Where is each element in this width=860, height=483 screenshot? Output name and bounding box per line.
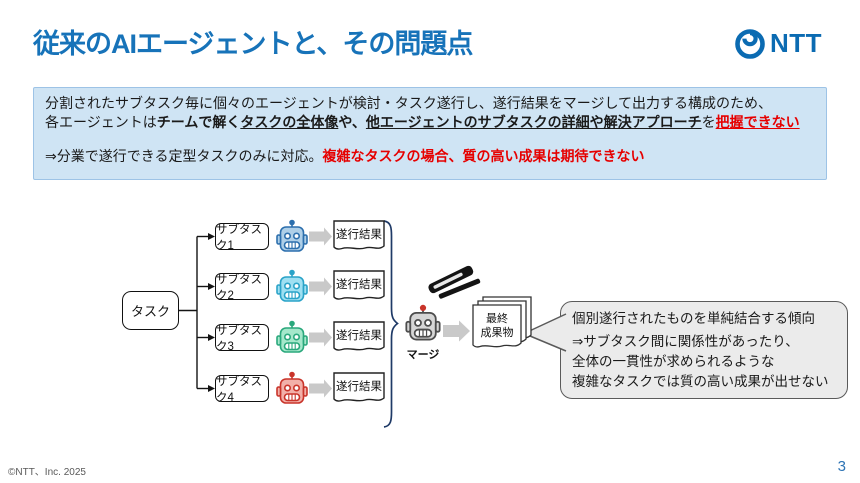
summary-line-3: ⇒分業で遂行できる定型タスクのみに対応。複雑なタスクの場合、質の高い成果は期待で… <box>45 148 645 165</box>
ntt-logo-text: NTT <box>770 27 823 58</box>
callout-line: ⇒サブタスク間に関係性があったり、 <box>572 333 799 349</box>
connector-arrowheads <box>208 233 215 392</box>
merge-arrow <box>443 320 470 342</box>
task-node: タスク <box>122 291 179 330</box>
merge-brace <box>383 220 399 428</box>
subtask-node-2: サブタスク2 <box>215 273 269 302</box>
problem-summary-box: 分割されたサブタスク毎に個々のエージェントが検討・タスク遂行し、遂行結果をマージ… <box>33 87 827 180</box>
document-icon <box>333 372 385 402</box>
document-stack-icon <box>472 304 522 348</box>
copyright-text: ©NTT、Inc. 2025 <box>8 467 86 478</box>
summary-line-2: 各エージェントはチームで解くタスクの全体像や、他エージェントのサブタスクの詳細や… <box>45 114 800 131</box>
robot-icon <box>276 320 308 353</box>
robot-icon <box>276 269 308 302</box>
callout-line: 全体の一貫性が求められるような <box>572 353 775 369</box>
connector-lines <box>179 235 209 390</box>
subtask-node-4: サブタスク4 <box>215 375 269 404</box>
ntt-logo: NTT <box>733 25 822 61</box>
merge-robot-icon <box>405 304 441 341</box>
slide-title: 従来のAIエージェントと、その問題点 <box>33 29 473 59</box>
callout-line: 個別遂行されたものを単純結合する傾向 <box>572 311 815 326</box>
final-output-page-front <box>472 304 522 352</box>
final-output-label: 最終 成果物 <box>480 313 514 339</box>
document-icon <box>333 321 385 351</box>
result-doc-2: 遂行結果 <box>333 270 385 304</box>
result-doc-3: 遂行結果 <box>333 321 385 355</box>
document-icon <box>333 270 385 300</box>
result-doc-1: 遂行結果 <box>333 220 385 254</box>
subtask-node-1: サブタスク1 <box>215 223 269 252</box>
result-doc-4: 遂行結果 <box>333 372 385 406</box>
robot-icon <box>276 219 308 252</box>
summary-line-1: 分割されたサブタスク毎に個々のエージェントが検討・タスク遂行し、遂行結果をマージ… <box>45 95 773 111</box>
stapler-icon <box>428 265 481 299</box>
robot-icon <box>276 371 308 404</box>
document-icon <box>333 220 385 250</box>
ntt-dynamic-loop-icon <box>735 29 765 59</box>
callout-bubble: 個別遂行されたものを単純結合する傾向 ⇒サブタスク間に関係性があったり、 全体の… <box>560 301 848 399</box>
page-number: 3 <box>837 458 846 475</box>
merge-label: マージ <box>406 349 440 361</box>
callout-line: 複雑なタスクでは質の高い成果が出せない <box>572 373 829 389</box>
subtask-node-3: サブタスク3 <box>215 324 269 353</box>
